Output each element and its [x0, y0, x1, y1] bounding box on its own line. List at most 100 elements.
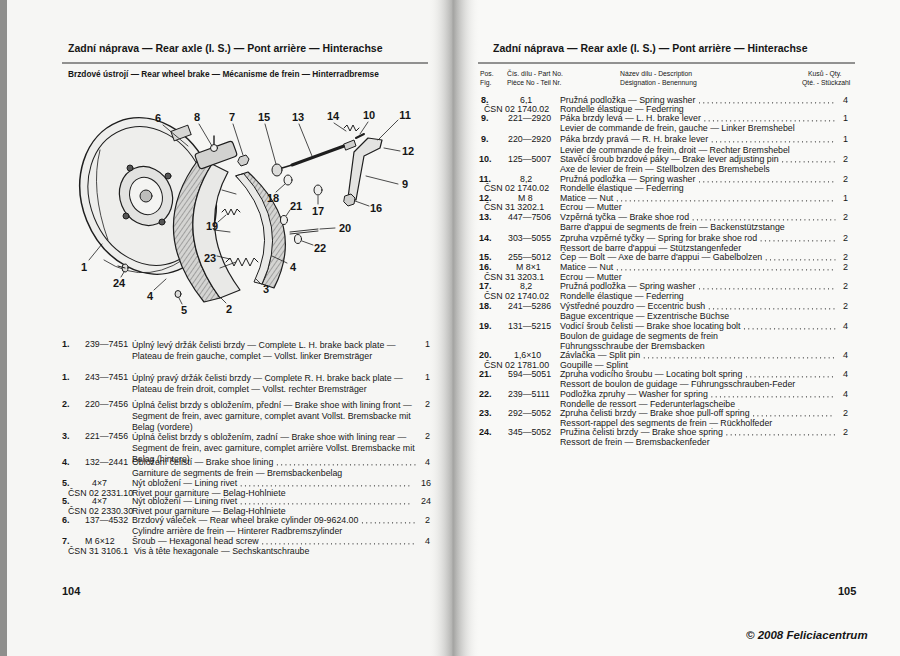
- adjuster-parts: [272, 164, 282, 176]
- brake-shoe: [173, 160, 285, 302]
- callout-number: 22: [314, 243, 326, 254]
- column-header: Čís. dílu - Part No.: [507, 71, 563, 78]
- quantity: 4: [843, 390, 848, 399]
- callout-number: 8: [194, 112, 200, 123]
- part-number: M 6×12: [85, 537, 115, 546]
- position-number: 17.: [479, 282, 492, 291]
- position-number: 20.: [479, 351, 492, 360]
- wheel-cylinder: [194, 141, 237, 170]
- part-description: Vodicí šroub čelisti — Brake shoe locati…: [560, 322, 740, 331]
- callout-number: 23: [204, 253, 216, 264]
- part-number: ČSN 02 1740.02: [484, 105, 549, 114]
- quantity: 1: [843, 135, 848, 144]
- dot-leader: [699, 288, 835, 289]
- dot-leader: [705, 120, 835, 121]
- part-description: Ressort-rappel des segments de frein — R…: [560, 419, 772, 428]
- part-description: Matice — Nut: [560, 194, 613, 203]
- part-description: Rondelle élastique — Federring: [560, 105, 684, 114]
- part-number: 345—5052: [508, 428, 551, 437]
- part-description: Ressort de boulon de guidage — Führungss…: [560, 380, 795, 389]
- callout-number: 20: [339, 223, 351, 234]
- part-number: ČSN 02 1740.02: [484, 184, 549, 193]
- part-description: Úplný levý držák čelisti brzdy — Complet…: [132, 340, 420, 362]
- page-paper: [0, 0, 7, 656]
- part-number: ČSN 02 1781.00: [484, 361, 549, 370]
- callout-number: 7: [229, 112, 235, 123]
- part-description: Cylindre arrière de frein — Hinterer Rad…: [132, 527, 342, 536]
- part-number: 4×7: [92, 479, 107, 488]
- part-number: 6,1: [520, 96, 532, 105]
- callout-number: 14: [327, 111, 339, 122]
- part-number: 137—4532: [85, 516, 128, 525]
- quantity: 2: [843, 253, 848, 262]
- brake-shoe: [193, 164, 240, 298]
- dot-leader: [617, 269, 835, 270]
- part-description: Matice — Nut: [560, 263, 613, 272]
- dot-leader: [727, 434, 835, 435]
- adjuster-parts: [290, 229, 318, 234]
- column-header: Název dílu - Description: [620, 71, 692, 78]
- position-number: 5.: [62, 497, 70, 506]
- part-description: Nýt obložení — Lining rivet: [132, 497, 237, 506]
- leader-line: [218, 215, 226, 222]
- brake-back-plate: [96, 150, 108, 240]
- leader-line: [89, 244, 102, 260]
- quantity: 4: [425, 458, 430, 467]
- leader-line: [199, 124, 212, 146]
- quantity: 1: [425, 373, 430, 382]
- adjuster-parts: [356, 134, 364, 138]
- wheel-cylinder: [213, 136, 214, 144]
- return-spring: [222, 125, 359, 266]
- part-description: Rondelle élastique — Federring: [560, 184, 684, 193]
- part-number: 594—5051: [508, 370, 551, 379]
- part-description: Barre d'appui de segments de frein — Bac…: [560, 223, 785, 232]
- adjuster-parts: [314, 185, 322, 195]
- callout-number: 18: [267, 193, 279, 204]
- part-number: ČSN 02 1740.02: [484, 292, 549, 301]
- quantity: 4: [843, 370, 848, 379]
- leader-line: [366, 176, 398, 184]
- quantity: 2: [843, 263, 848, 272]
- part-number: 303—5055: [508, 234, 551, 243]
- brake-back-plate: [165, 173, 171, 179]
- callout-number: 16: [370, 203, 382, 214]
- leader-line: [163, 125, 188, 146]
- column-header: Pos.: [480, 71, 494, 78]
- position-number: 6.: [62, 516, 70, 525]
- column-header: Qté. - Stückzahl: [802, 80, 850, 87]
- position-number: 7.: [62, 537, 70, 546]
- quantity: 4: [843, 322, 848, 331]
- part-number: 447—7506: [508, 213, 551, 222]
- callout-number: 24: [113, 278, 125, 289]
- part-description: Bague excentrique — Exzentrische Büchse: [560, 312, 729, 321]
- dot-leader: [766, 259, 835, 260]
- position-number: 22.: [479, 390, 492, 399]
- position-number: 21.: [479, 370, 492, 379]
- part-number: M 8: [518, 194, 533, 203]
- leader-line: [217, 256, 230, 259]
- part-description: Výstředné pouzdro — Eccentric bush: [560, 302, 705, 311]
- part-number: 131—5215: [508, 322, 551, 331]
- column-header: Désignation - Benennung: [620, 80, 697, 87]
- part-description: Rivet pour garniture — Belag-Hohlniete: [132, 507, 286, 516]
- adjuster-parts: [292, 146, 344, 165]
- quantity: 2: [843, 213, 848, 222]
- part-description: Ecrou — Mutter: [560, 203, 622, 212]
- part-number: 243—7451: [85, 373, 128, 382]
- brake-back-plate: [159, 219, 165, 225]
- part-number: 4×7: [92, 497, 107, 506]
- callout-number: 5: [181, 305, 187, 316]
- leader-line: [302, 241, 313, 245]
- part-description: Závlačka — Split pin: [560, 351, 640, 360]
- quantity: 1: [843, 114, 848, 123]
- position-number: 23.: [479, 409, 492, 418]
- brake-back-plate: [111, 158, 182, 233]
- callout-number: 3: [263, 284, 269, 295]
- callout-number: 10: [363, 110, 375, 121]
- quantity: 2: [843, 409, 848, 418]
- part-description: Páka brzdy levá — L. H. brake lever: [560, 114, 701, 123]
- leader-line: [320, 228, 335, 229]
- leader-line: [299, 124, 312, 156]
